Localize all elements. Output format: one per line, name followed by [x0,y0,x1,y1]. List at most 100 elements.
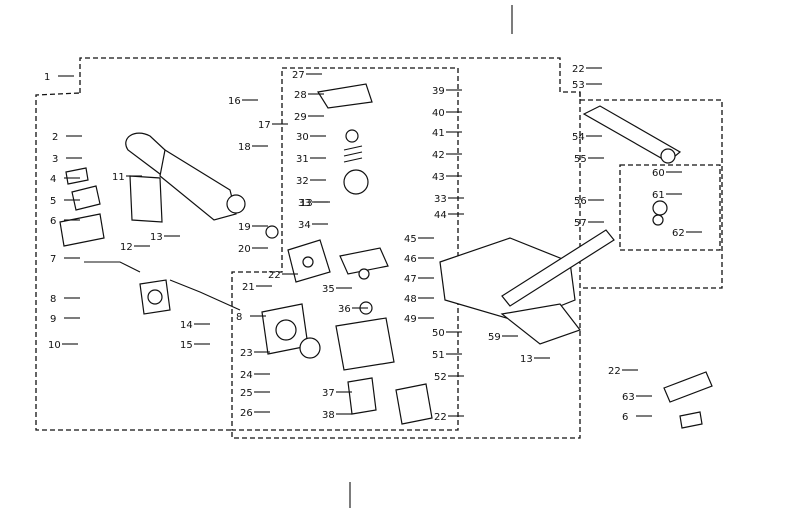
part-label-53: 54 [572,132,585,143]
part-label-25: 26 [240,408,253,419]
part-label-13: 14 [180,320,193,331]
part-label-1: 2 [52,132,58,143]
valve-body-part-49 [335,317,395,371]
part-label-28: 29 [294,112,307,123]
part-label-65: 22 [608,366,621,377]
washer-part-30 [345,129,359,143]
part-label-44: 45 [404,234,417,245]
part-number-labels: 1234567891011121314151617181920212223242… [44,64,702,423]
part-label-66: 33 [434,194,447,205]
part-label-40: 41 [432,128,445,139]
part-label-35: 36 [338,304,351,315]
part-label-63: 13 [520,354,533,365]
part-label-37: 38 [322,410,335,421]
block-part-63 [679,411,703,429]
part-label-10: 11 [112,172,125,183]
tube-part-53 [582,105,682,163]
part-label-36: 37 [322,388,335,399]
part-label-58: 60 [652,168,665,179]
part-label-26: 27 [292,70,305,81]
part-label-33: 34 [298,220,311,231]
part-label-48: 49 [404,314,417,325]
part-label-20: 21 [242,282,255,293]
part-label-11: 12 [120,242,133,253]
part-label-7: 8 [50,294,56,305]
part-label-3: 4 [50,174,56,185]
part-label-50: 51 [432,350,445,361]
part-label-30: 31 [296,154,309,165]
part-label-17: 18 [238,142,251,153]
part-label-34: 35 [322,284,335,295]
part-label-67: 22 [434,412,447,423]
part-label-61: 63 [622,392,635,403]
part-label-31: 32 [296,176,309,187]
part-label-9: 10 [48,340,61,351]
right-subassembly-outline [619,164,721,251]
part-label-19: 20 [238,244,251,255]
part-label-60: 62 [672,228,685,239]
bracket-part-56 [439,237,576,323]
plate-part-6 [59,213,105,247]
part-label-4: 5 [50,196,56,207]
part-label-21: 22 [268,270,281,281]
motor-hub [147,289,163,305]
spring-part-32 [343,145,363,163]
part-label-57: 59 [488,332,501,343]
fan-part-41 [343,169,369,195]
center-assembly [261,83,433,425]
part-label-41: 42 [432,150,445,161]
handle-part-62 [663,371,713,403]
part-label-24: 25 [240,388,253,399]
part-label-43: 44 [434,210,447,221]
gasket-part-24 [299,337,321,359]
part-label-29: 30 [296,132,309,143]
part-label-42: 43 [432,172,445,183]
part-label-22: 23 [240,348,253,359]
rod-part-15 [169,279,241,311]
bracket-part-3 [65,167,89,185]
handle-body-part-17 [159,149,237,221]
nut-part-61 [652,214,664,226]
part-label-16: 17 [258,120,271,131]
handle-end-cap [226,194,246,214]
part-label-23: 24 [240,370,253,381]
coil-part-37 [347,377,377,415]
part-label-54: 55 [574,154,587,165]
part-label-39: 40 [432,108,445,119]
plate-part-45 [339,247,389,275]
cover-part-51 [395,383,433,425]
part-label-5: 6 [50,216,56,227]
part-label-59: 61 [652,190,665,201]
fitting-part-20 [265,225,279,239]
handle-assembly [125,132,279,239]
part-label-46: 47 [404,274,417,285]
part-label-68: 13 [300,198,313,209]
part-label-69: 8 [236,312,242,323]
bracket-hole-part-35 [302,256,314,268]
cap-part-28 [317,83,373,109]
part-label-32: 33 [298,198,311,209]
part-label-49: 50 [432,328,445,339]
plate-part-57 [500,303,581,345]
main-boundary-outline [35,57,581,439]
tube-end-part-53 [660,148,676,164]
part-label-18: 19 [238,222,251,233]
fitting-part-60 [652,200,668,216]
part-label-64: 22 [572,64,585,75]
part-label-12: 13 [150,232,163,243]
switch-part-4 [71,185,101,211]
part-label-27: 28 [294,90,307,101]
part-label-55: 56 [574,196,587,207]
part-label-47: 48 [404,294,417,305]
lever-arm-part-12 [84,261,141,273]
part-label-52: 53 [572,80,585,91]
right-upper-outline [579,92,723,289]
nut-part-46 [358,268,370,280]
part-label-8: 9 [50,314,56,325]
left-assembly [59,167,241,315]
center-subassembly-outline [231,67,459,431]
right-assembly [439,105,713,429]
part-label-2: 3 [52,154,58,165]
part-label-0: 1 [44,72,50,83]
